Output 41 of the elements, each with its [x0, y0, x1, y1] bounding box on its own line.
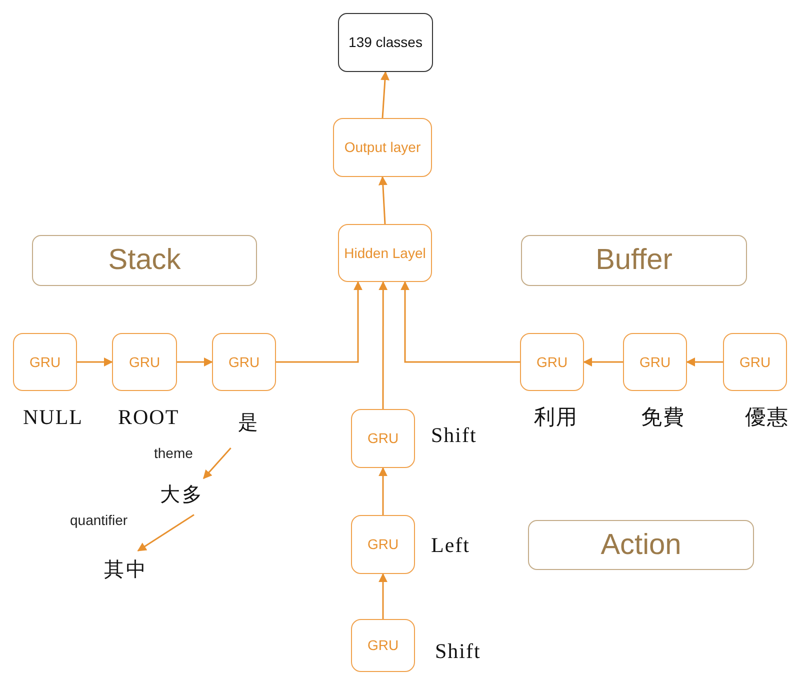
- section-box: Buffer: [521, 235, 747, 286]
- section-box: Action: [528, 520, 754, 570]
- arrow: [378, 573, 388, 619]
- gru-box: GRU: [520, 333, 584, 391]
- token-label: Shift: [431, 423, 477, 448]
- word-label: 是: [236, 409, 262, 435]
- arrow: [203, 448, 232, 480]
- gru-box: GRU: [212, 333, 276, 391]
- arrow: [686, 358, 723, 366]
- arrow: [378, 467, 388, 515]
- word-label: 大多: [158, 481, 206, 507]
- token-label: Left: [431, 533, 470, 558]
- gru-box: GRU: [112, 333, 177, 391]
- output-box: 139 classes: [338, 13, 433, 72]
- token-label: 免費: [641, 404, 685, 431]
- arrow: [380, 71, 390, 118]
- token-label: ROOT: [118, 405, 180, 430]
- arrow: [583, 358, 623, 366]
- arrow: [276, 281, 362, 363]
- token-label: Shift: [435, 639, 481, 664]
- gru-box: GRU: [351, 515, 415, 574]
- layer-box: Hidden Layel: [338, 224, 432, 282]
- edge-label: theme: [152, 445, 195, 461]
- arrow: [137, 514, 194, 552]
- gru-box: GRU: [723, 333, 787, 391]
- section-box: Stack: [32, 235, 257, 286]
- edge-label: quantifier: [68, 512, 130, 528]
- layer-box: Output layer: [333, 118, 432, 177]
- arrow: [378, 176, 388, 224]
- gru-box: GRU: [13, 333, 77, 391]
- token-label: 利用: [534, 404, 578, 431]
- gru-box: GRU: [623, 333, 687, 391]
- arrow: [378, 281, 388, 409]
- gru-box: GRU: [351, 619, 415, 672]
- token-label: NULL: [23, 405, 83, 430]
- token-label: 優惠: [745, 404, 789, 431]
- word-label: 其中: [102, 556, 150, 582]
- gru-box: GRU: [351, 409, 415, 468]
- arrow: [77, 358, 113, 366]
- arrow: [177, 358, 213, 366]
- arrow: [400, 281, 520, 363]
